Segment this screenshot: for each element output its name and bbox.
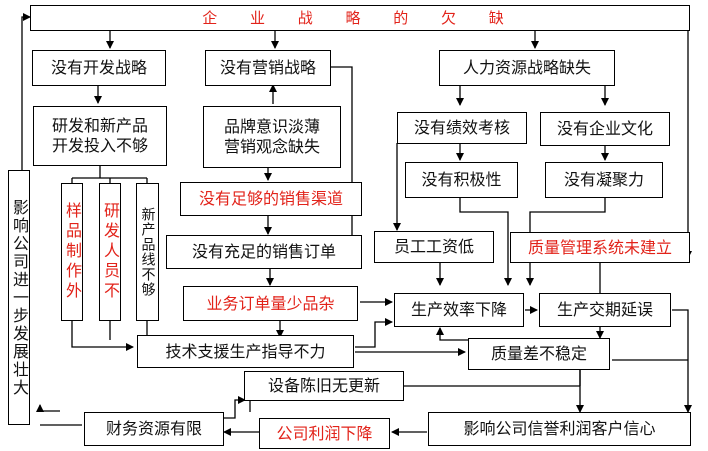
node-no-orders: 没有充足的销售订单 [166,235,362,269]
node-tech-support: 技术支援生产指导不力 [137,335,354,368]
node-low-efficiency: 生产效率下降 [394,293,524,327]
node-profit-decline: 公司利润下降 [259,418,390,449]
node-no-dev-strategy: 没有开发战略 [32,50,166,86]
node-no-motivation: 没有积极性 [405,162,518,198]
node-no-marketing-strategy: 没有营销战略 [205,50,331,86]
node-new-product-line: 新产品线不够 [136,183,159,321]
edge-rd-to-verticals [71,165,148,183]
node-brand-line1: 品牌意识淡薄 [223,117,320,136]
node-rd-investment-line2: 开发投入不够 [51,136,148,155]
edge-title-to-right [684,16,692,259]
node-rd-investment: 研发和新产品 开发投入不够 [33,106,167,166]
node-old-equipment: 设备陈旧无更新 [244,371,404,401]
edge-quality-to-efficiency [436,327,468,341]
node-brand-awareness: 品牌意识淡薄 营销观念缺失 [203,106,341,168]
node-no-hr-strategy: 人力资源战略缺失 [439,50,615,86]
node-no-quality-system: 质量管理系统未建立 [510,232,690,263]
edge-motiv-to-efficiency [459,197,512,286]
node-few-orders: 业务订单量少品杂 [183,286,358,321]
edge-tech-to-efficiency [355,318,393,348]
node-reputation-impact: 影响公司信誉利润客户信心 [428,412,691,446]
node-rd-investment-line1: 研发和新产品 [51,116,148,135]
edge-delay-to-reputation [672,309,692,413]
node-sample-outsourced: 样品制作外 [61,183,83,321]
node-no-channels: 没有足够的销售渠道 [180,182,362,216]
edge-verticals-bottom [71,321,148,347]
node-no-cohesion: 没有凝聚力 [545,162,663,198]
node-delivery-delay: 生产交期延误 [539,293,671,327]
node-no-performance: 没有绩效考核 [397,112,527,144]
node-no-culture: 没有企业文化 [540,112,670,146]
node-impact-development: 影响公司进一步发展壮大 [8,170,30,425]
edge-finance-to-equipment [215,396,246,419]
node-unstable-quality: 质量差不稳定 [468,338,610,370]
edge-finance-to-impact-arrow [36,404,60,412]
node-rd-staff-lacking: 研发人员不 [99,183,121,321]
node-finance-limited: 财务资源有限 [84,412,224,446]
title-enterprise-strategy-lacking: 企 业 战 略 的 欠 缺 [30,5,690,31]
node-brand-line2: 营销观念缺失 [223,137,320,156]
node-low-wages: 员工工资低 [374,231,494,263]
